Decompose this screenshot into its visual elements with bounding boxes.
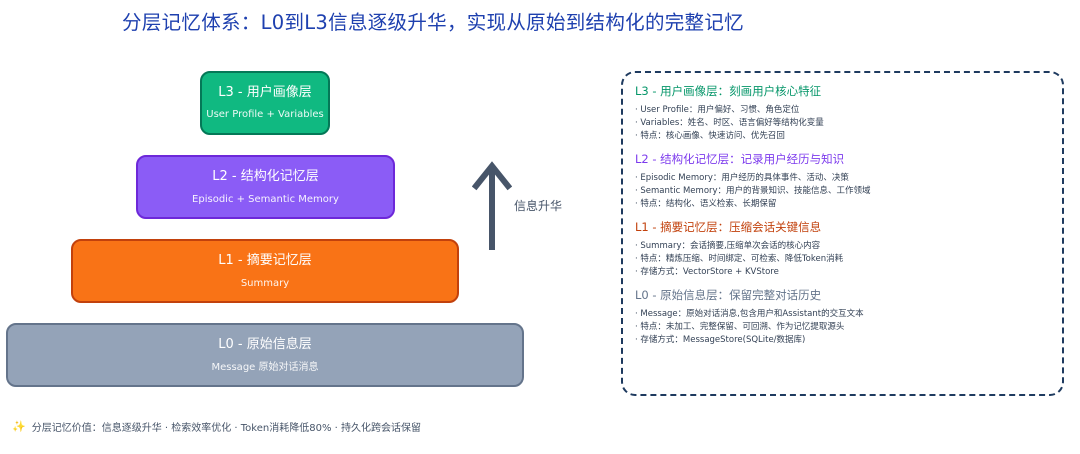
panel-section-l1: L1 - 摘要记忆层：压缩会话关键信息 · Summary：会话摘要,压缩单次会… [635,219,1050,279]
section-title-l2: L2 - 结构化记忆层：记录用户经历与知识 [635,152,845,166]
section-item: · 特点：结构化、语义检索、长期保留 [635,199,777,209]
section-item: · 存储方式：MessageStore(SQLite/数据库) [635,335,806,345]
section-item: · User Profile：用户偏好、习惯、角色定位 [635,105,800,115]
section-item: · Episodic Memory：用户经历的具体事件、活动、决策 [635,173,849,183]
layer-l0-box: L0 - 原始信息层 Message 原始对话消息 [6,323,524,387]
panel-section-l2: L2 - 结构化记忆层：记录用户经历与知识 · Episodic Memory：… [635,151,1050,211]
section-item: · 特点：精炼压缩、时间绑定、可检索、降低Token消耗 [635,254,844,264]
layer-l3-name: L3 - 用户画像层 [218,85,312,100]
layer-l2-name: L2 - 结构化记忆层 [212,168,319,184]
layer-l3-subtitle: User Profile + Variables [206,109,324,120]
layer-l3-box: L3 - 用户画像层 User Profile + Variables [200,71,330,135]
description-panel: L3 - 用户画像层：刻画用户核心特征 · User Profile：用户偏好、… [621,71,1064,396]
section-item: · 存储方式：VectorStore + KVStore [635,267,779,277]
section-item: · 特点：未加工、完整保留、可回溯、作为记忆提取源头 [635,322,845,332]
section-title-l3: L3 - 用户画像层：刻画用户核心特征 [635,84,822,98]
layer-l1-subtitle: Summary [240,277,290,289]
section-item: · Message：原始对话消息,包含用户和Assistant的交互文本 [635,309,864,319]
footer-note: ✨ 分层记忆价值：信息逐级升华 · 检索效率优化 · Token消耗降低80% … [12,419,421,434]
layer-l0-subtitle: Message 原始对话消息 [211,361,319,373]
section-item: · Variables：姓名、时区、语言偏好等结构化变量 [635,118,824,128]
layer-l0-name: L0 - 原始信息层 [218,336,312,352]
layer-l1-box: L1 - 摘要记忆层 Summary [71,239,459,303]
panel-section-l3: L3 - 用户画像层：刻画用户核心特征 · User Profile：用户偏好、… [635,83,1050,143]
layer-l2-subtitle: Episodic + Semantic Memory [192,193,339,205]
page-title: 分层记忆体系：L0到L3信息逐级升华，实现从原始到结构化的完整记忆 [122,11,744,34]
arrow-label: 信息升华 [514,199,563,213]
section-title-l1: L1 - 摘要记忆层：压缩会话关键信息 [635,220,822,234]
layer-l2-box: L2 - 结构化记忆层 Episodic + Semantic Memory [136,155,395,219]
section-item: · Semantic Memory：用户的背景知识、技能信息、工作领域 [635,186,871,196]
footer-text: 分层记忆价值：信息逐级升华 · 检索效率优化 · Token消耗降低80% · … [31,423,421,434]
sparkle-icon: ✨ [12,420,26,433]
layer-l1-name: L1 - 摘要记忆层 [218,252,312,268]
section-item: · Summary：会话摘要,压缩单次会话的核心内容 [635,241,821,251]
panel-section-l0: L0 - 原始信息层：保留完整对话历史 · Message：原始对话消息,包含用… [635,287,1050,347]
arrow-up-icon [472,161,512,250]
section-title-l0: L0 - 原始信息层：保留完整对话历史 [635,288,822,302]
section-item: · 特点：核心画像、快速访问、优先召回 [635,131,785,141]
